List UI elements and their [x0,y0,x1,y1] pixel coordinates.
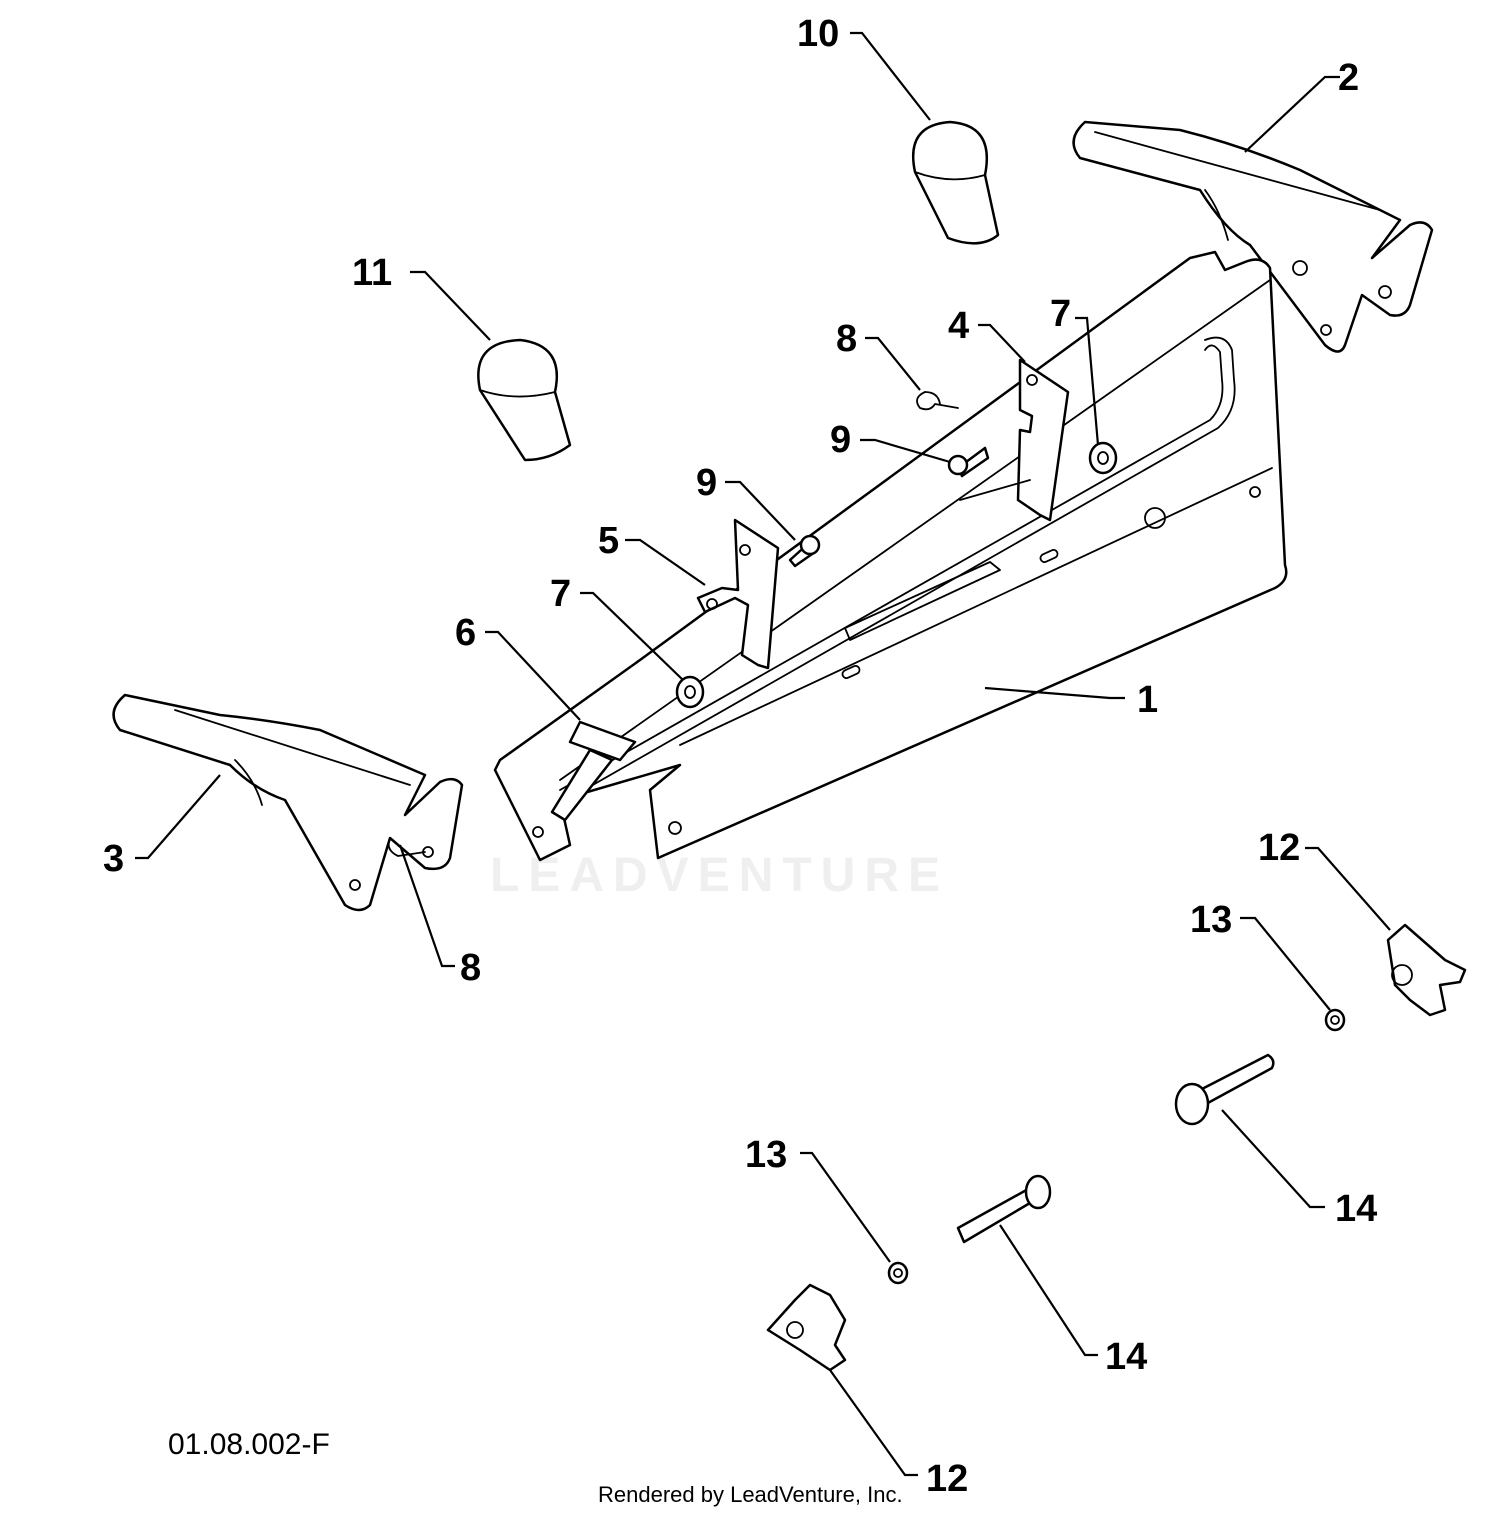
callout-3: 3 [103,838,124,880]
callout-14-lower: 14 [1105,1336,1147,1378]
part-bracket-5 [696,518,780,670]
callout-12-right: 12 [1258,827,1300,869]
part-bracket-4 [959,358,1070,522]
part-star-knob-12-right [1386,923,1467,1017]
callout-1: 1 [1137,679,1158,721]
callout-11: 11 [352,252,392,294]
callout-13-lower: 13 [745,1134,787,1176]
callout-8-upper: 8 [836,318,857,360]
part-spacer-7-upper [1088,441,1118,475]
callout-12-lower: 12 [926,1458,968,1500]
part-bolt-9-lower [788,534,821,568]
callout-4: 4 [948,305,969,347]
callout-labels: 10 2 11 8 4 7 9 9 5 7 6 1 3 8 12 13 14 1… [103,13,1377,1500]
callout-9-upper: 9 [830,419,851,461]
part-washer-13-lower [887,1261,909,1285]
part-bracket-6 [550,720,637,822]
callout-5: 5 [598,520,619,562]
part-lever-handle-left [112,693,464,912]
render-credit: Rendered by LeadVenture, Inc. [598,1482,903,1507]
part-carriage-bolt-14-right [1174,1053,1275,1126]
leadventure-watermark: LEADVENTURE [490,849,950,902]
callout-10: 10 [797,13,839,55]
callout-2: 2 [1338,57,1359,99]
callout-6: 6 [455,612,476,654]
part-rod [559,336,1236,799]
part-spacer-7-lower [675,675,705,709]
part-clip-8-lower [387,837,426,857]
leader-lines [135,31,1391,1477]
part-carriage-bolt-14-lower [956,1174,1052,1244]
callout-13-right: 13 [1190,899,1232,941]
callout-14-right: 14 [1335,1188,1377,1230]
callout-8-lower: 8 [460,947,481,989]
part-washer-13-right [1324,1008,1346,1032]
callout-7-upper: 7 [1050,293,1071,335]
part-knob-10 [911,120,1000,245]
part-lever-handle-right [1072,120,1434,353]
part-star-knob-12-lower [766,1283,847,1372]
part-bolt-9-upper [947,446,990,478]
callout-7-lower: 7 [550,573,571,615]
diagram-code: 01.08.002-F [168,1428,330,1461]
callout-9-lower: 9 [696,462,717,504]
part-knob-11 [477,338,572,462]
part-clip-8 [916,391,959,411]
